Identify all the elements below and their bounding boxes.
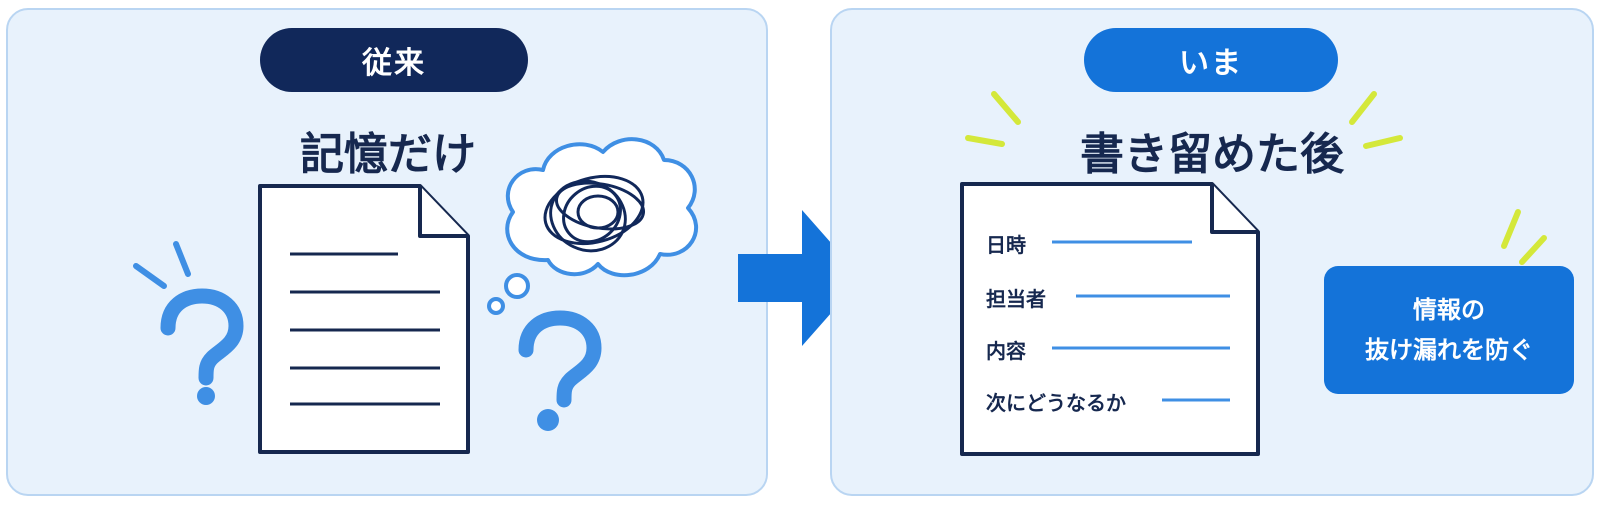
after-illustration (960, 91, 1547, 456)
sparkle-lines-icon (965, 91, 1547, 265)
callout-line-2: 抜け漏れを防ぐ (1365, 336, 1533, 364)
thought-bubble-icon (487, 137, 699, 315)
before-label-pill: 従来 (260, 28, 528, 92)
prevent-omission-callout: 情報の 抜け漏れを防ぐ (1324, 266, 1574, 394)
before-illustration (133, 137, 699, 454)
document-icon (960, 182, 1260, 456)
question-mark-icon (518, 310, 602, 431)
after-label-text: いま (1179, 46, 1243, 81)
field-label-content: 内容 (986, 339, 1026, 363)
before-heading: 記憶だけ (300, 129, 476, 180)
after-panel: いま 書き留めた後 日時 担当者 内容 次にどうなるか 情報の 抜け漏れを防ぐ (830, 8, 1594, 496)
before-panel: 従来 記憶だけ (6, 8, 768, 496)
after-heading: 書き留めた後 (1080, 129, 1344, 180)
field-label-next-step: 次にどうなるか (986, 391, 1126, 415)
after-label-pill: いま (1084, 28, 1338, 92)
field-label-datetime: 日時 (986, 233, 1026, 257)
before-label-text: 従来 (362, 46, 426, 81)
question-mark-icon (133, 241, 244, 405)
document-icon (258, 184, 470, 454)
callout-line-1: 情報の (1413, 296, 1485, 324)
tangled-scribble-icon (543, 174, 645, 253)
field-label-assignee: 担当者 (986, 287, 1046, 311)
